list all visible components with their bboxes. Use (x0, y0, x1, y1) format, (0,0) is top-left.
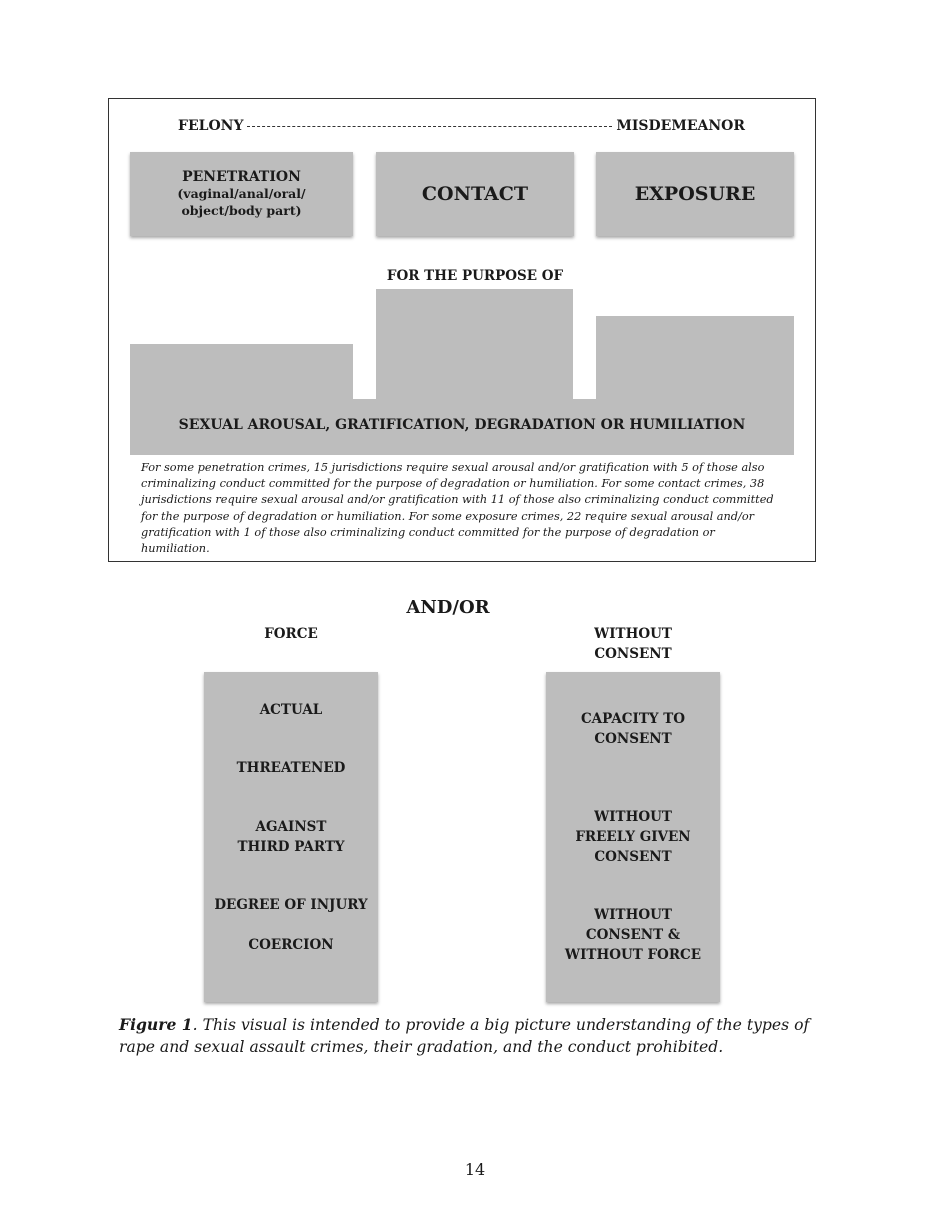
force-item-actual: ACTUAL (259, 702, 323, 718)
contact-title: CONTACT (421, 183, 529, 205)
scale-misdemeanor-label: MISDEMEANOR (616, 118, 745, 134)
consent-column: CAPACITY TO CONSENT WITHOUT FREELY GIVEN… (546, 672, 720, 1002)
purpose-heading: FOR THE PURPOSE OF (386, 268, 564, 284)
figure-caption: Figure 1. This visual is intended to pro… (119, 1014, 831, 1058)
penetration-box: PENETRATION (vaginal/anal/oral/ object/b… (130, 152, 353, 236)
scale-felony-label: FELONY (178, 118, 244, 134)
force-item-injury: DEGREE OF INJURY (214, 897, 368, 913)
exposure-box: EXPOSURE (596, 152, 794, 236)
force-column: ACTUAL THREATENED AGAINST THIRD PARTY DE… (204, 672, 378, 1002)
force-item-third-party: AGAINST THIRD PARTY (237, 819, 345, 855)
penetration-title: PENETRATION (182, 169, 301, 185)
force-heading: FORCE (264, 626, 318, 642)
caption-text: . This visual is intended to provide a b… (119, 1016, 810, 1056)
penetration-subtitle: (vaginal/anal/oral/ object/body part) (177, 186, 306, 218)
severity-scale: FELONY MISDEMEANOR (178, 116, 745, 136)
consent-heading: WITHOUT CONSENT (594, 626, 672, 662)
consent-item-capacity: CAPACITY TO CONSENT (580, 711, 686, 747)
force-item-coercion: COERCION (248, 937, 334, 953)
purpose-label: SEXUAL AROUSAL, GRATIFICATION, DEGRADATI… (178, 417, 746, 433)
force-item-threatened: THREATENED (236, 760, 346, 776)
caption-lead: Figure 1 (119, 1015, 193, 1034)
contact-box: CONTACT (376, 152, 574, 236)
scale-dashed-line (247, 125, 613, 127)
exposure-title: EXPOSURE (634, 183, 756, 205)
consent-item-without-force: WITHOUT CONSENT & WITHOUT FORCE (564, 907, 702, 963)
consent-item-freely-given: WITHOUT FREELY GIVEN CONSENT (575, 809, 691, 865)
diagram-frame (108, 98, 816, 562)
and-or-connector: AND/OR (406, 597, 490, 618)
purpose-block-shape (130, 289, 794, 455)
jurisdiction-note: For some penetration crimes, 15 jurisdic… (141, 461, 774, 556)
page-number: 14 (464, 1160, 486, 1179)
